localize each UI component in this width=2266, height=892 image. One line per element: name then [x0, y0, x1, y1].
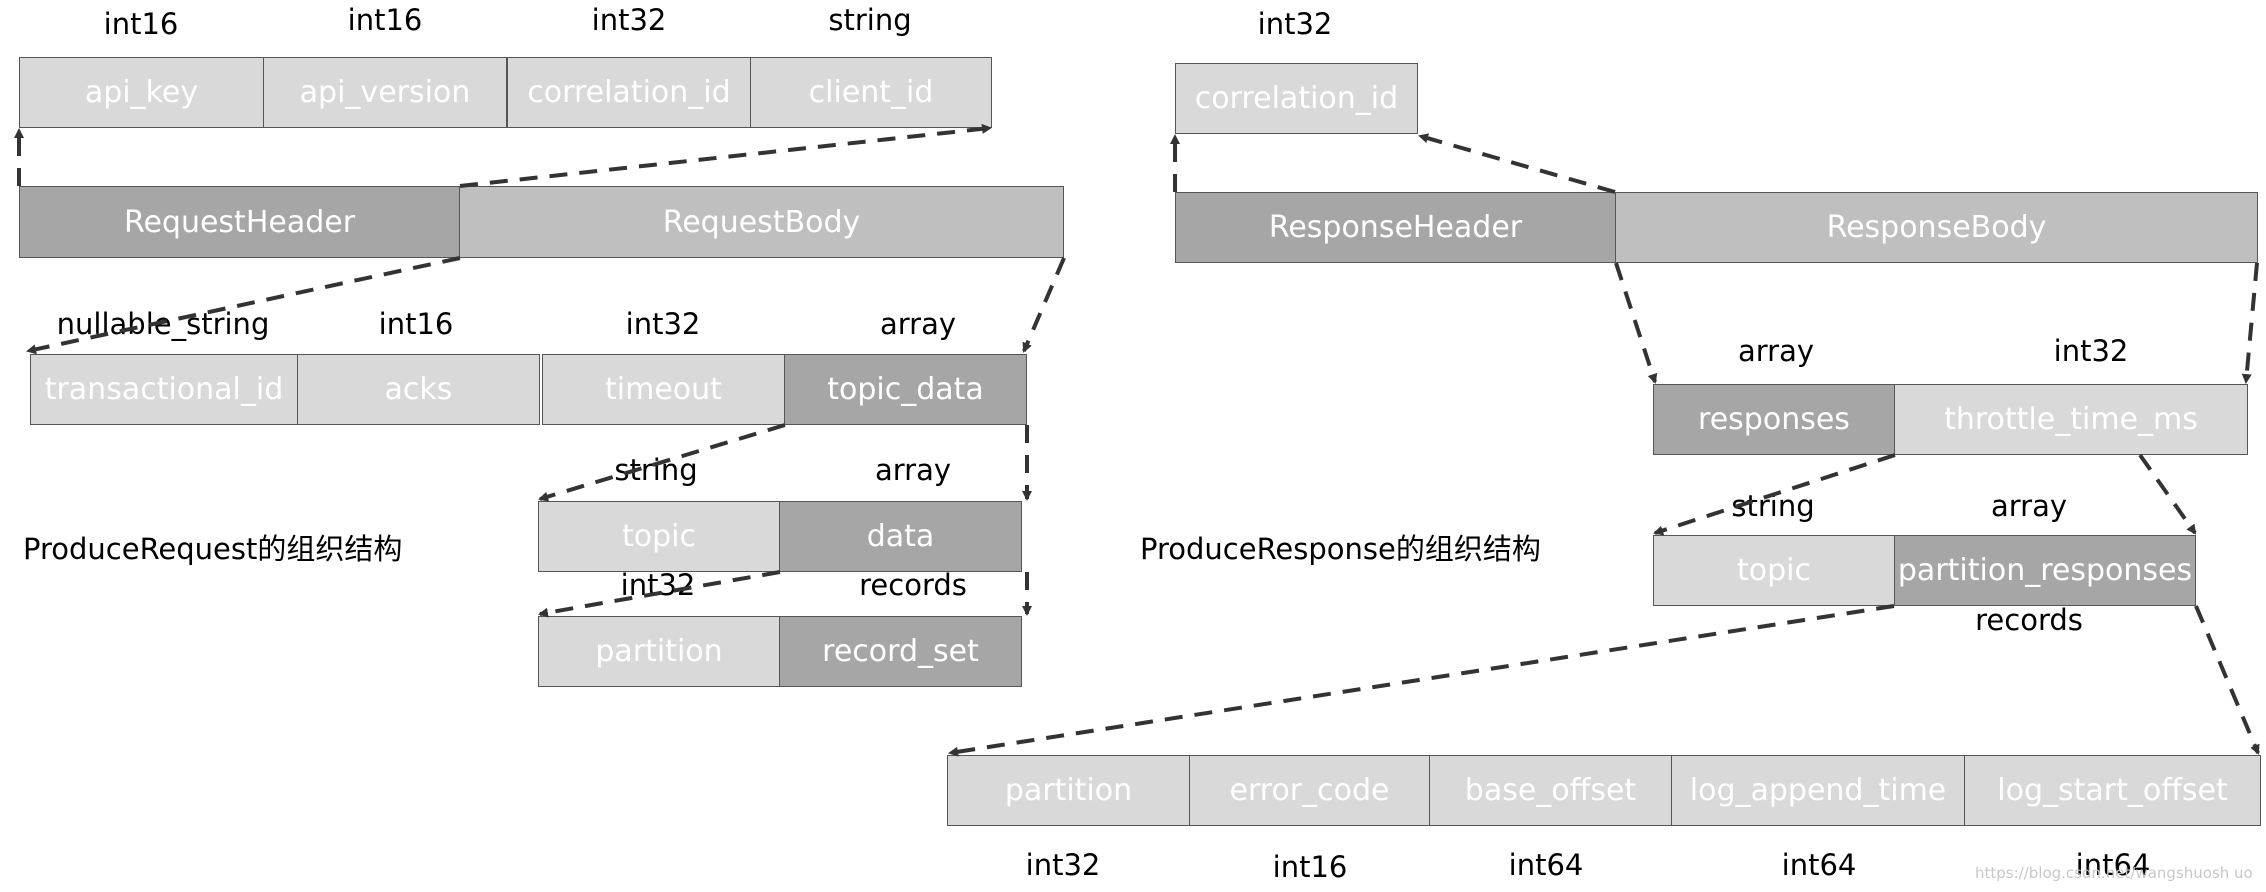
- arrow-body-to-transactional-id: [26, 256, 461, 355]
- field-topic-label: topic: [622, 519, 696, 554]
- field-timeout-label: timeout: [605, 372, 722, 407]
- field-transactional-id: transactional_id: [30, 354, 298, 425]
- field-correlation-id: correlation_id: [507, 57, 751, 128]
- field-timeout: timeout: [542, 354, 785, 425]
- watermark: https://blog.csdn.net/wangshuosh uo: [1975, 864, 2253, 882]
- field-transactional-id-label: transactional_id: [44, 372, 284, 407]
- type-label-timeout: int32: [625, 307, 701, 341]
- request-body-label: RequestBody: [662, 204, 861, 240]
- type-label-partition-responses-sub: records: [1975, 603, 2083, 637]
- field-topic-data-label: topic_data: [827, 372, 984, 407]
- field-log-start-offset: log_start_offset: [1964, 755, 2261, 826]
- field-record-set: record_set: [779, 616, 1022, 687]
- field-resp-partition: partition: [947, 755, 1190, 826]
- field-log-append-time-label: log_append_time: [1689, 773, 1947, 808]
- field-partition: partition: [538, 616, 780, 687]
- field-client-id: client_id: [750, 57, 992, 128]
- arrow-topic-data-to-topic: [538, 423, 786, 502]
- field-client-id-label: client_id: [808, 75, 934, 110]
- field-error-code: error_code: [1189, 755, 1430, 826]
- field-acks-label: acks: [384, 372, 453, 407]
- arrow-data-to-partition: [538, 570, 781, 618]
- field-api-key-label: api_key: [84, 75, 199, 110]
- field-throttle-time-ms: throttle_time_ms: [1894, 384, 2248, 455]
- response-body-box: ResponseBody: [1615, 192, 2258, 263]
- arrow-header-to-client-id: [459, 123, 992, 188]
- field-data-label: data: [866, 519, 935, 554]
- type-label-partition-responses: array: [1990, 489, 2068, 523]
- arrow-resp-header-to-correlation-right: [1418, 133, 1616, 194]
- request-caption: ProduceRequest的组织结构: [23, 532, 403, 566]
- arrow-resp-body-to-responses: [1614, 262, 1658, 384]
- field-partition-responses: partition_responses: [1894, 535, 2196, 606]
- type-label-client-id: string: [828, 3, 912, 37]
- type-label-api-version: int16: [347, 3, 423, 37]
- field-resp-topic-label: topic: [1737, 553, 1811, 588]
- type-label-transactional-id: nullable_string: [56, 307, 270, 341]
- type-label-topic-data: array: [879, 307, 957, 341]
- field-resp-correlation-id-label: correlation_id: [1194, 81, 1399, 116]
- response-header-label: ResponseHeader: [1268, 210, 1523, 245]
- request-header-box: RequestHeader: [19, 186, 460, 258]
- field-correlation-id-label: correlation_id: [527, 75, 731, 110]
- type-label-error-code: int16: [1272, 850, 1348, 884]
- arrow-responses-to-topic: [1653, 453, 1896, 536]
- field-responses: responses: [1653, 384, 1895, 455]
- type-label-base-offset: int64: [1508, 848, 1584, 882]
- field-partition-label: partition: [595, 634, 723, 669]
- type-label-resp-partition: int32: [1025, 848, 1101, 882]
- arrow-resp-body-to-throttle: [2241, 262, 2259, 384]
- field-partition-responses-label: partition_responses: [1897, 553, 2193, 588]
- field-record-set-label: record_set: [822, 634, 979, 669]
- type-label-log-start-offset: int64: [2075, 848, 2151, 882]
- field-responses-label: responses: [1698, 402, 1850, 437]
- type-label-throttle-time-ms: int32: [2053, 334, 2129, 368]
- type-label-resp-correlation-id: int32: [1257, 7, 1333, 41]
- field-resp-topic: topic: [1653, 535, 1895, 606]
- field-data: data: [779, 501, 1022, 572]
- arrow-body-to-topic-data: [1022, 257, 1066, 353]
- field-resp-correlation-id: correlation_id: [1175, 63, 1418, 134]
- type-label-topic: string: [614, 453, 698, 487]
- field-error-code-label: error_code: [1229, 773, 1390, 808]
- response-caption: ProduceResponse的组织结构: [1140, 532, 1541, 566]
- type-label-acks: int16: [378, 307, 454, 341]
- type-label-record-set: records: [859, 568, 967, 602]
- field-acks: acks: [297, 354, 540, 425]
- field-log-start-offset-label: log_start_offset: [1997, 773, 2228, 808]
- field-topic: topic: [538, 501, 780, 572]
- field-log-append-time: log_append_time: [1671, 755, 1965, 826]
- type-label-api-key: int16: [103, 7, 179, 41]
- request-body-box: RequestBody: [459, 186, 1064, 258]
- field-base-offset: base_offset: [1429, 755, 1672, 826]
- response-body-label: ResponseBody: [1826, 210, 2047, 245]
- arrow-responses-to-partition-responses: [2138, 453, 2197, 535]
- type-label-responses: array: [1737, 334, 1815, 368]
- response-header-box: ResponseHeader: [1175, 192, 1616, 263]
- field-api-key: api_key: [19, 57, 264, 128]
- field-api-version: api_version: [263, 57, 507, 128]
- arrow-partition-responses-to-log-start-offset: [2194, 605, 2260, 755]
- arrow-partition-responses-to-partition: [948, 604, 1895, 757]
- field-api-version-label: api_version: [299, 75, 471, 110]
- field-topic-data: topic_data: [784, 354, 1027, 425]
- request-header-label: RequestHeader: [123, 204, 356, 240]
- field-resp-partition-label: partition: [1004, 773, 1133, 808]
- type-label-correlation-id: int32: [591, 3, 667, 37]
- field-throttle-time-ms-label: throttle_time_ms: [1944, 402, 2198, 437]
- type-label-data: array: [874, 453, 952, 487]
- type-label-log-append-time: int64: [1781, 848, 1857, 882]
- field-base-offset-label: base_offset: [1464, 773, 1637, 808]
